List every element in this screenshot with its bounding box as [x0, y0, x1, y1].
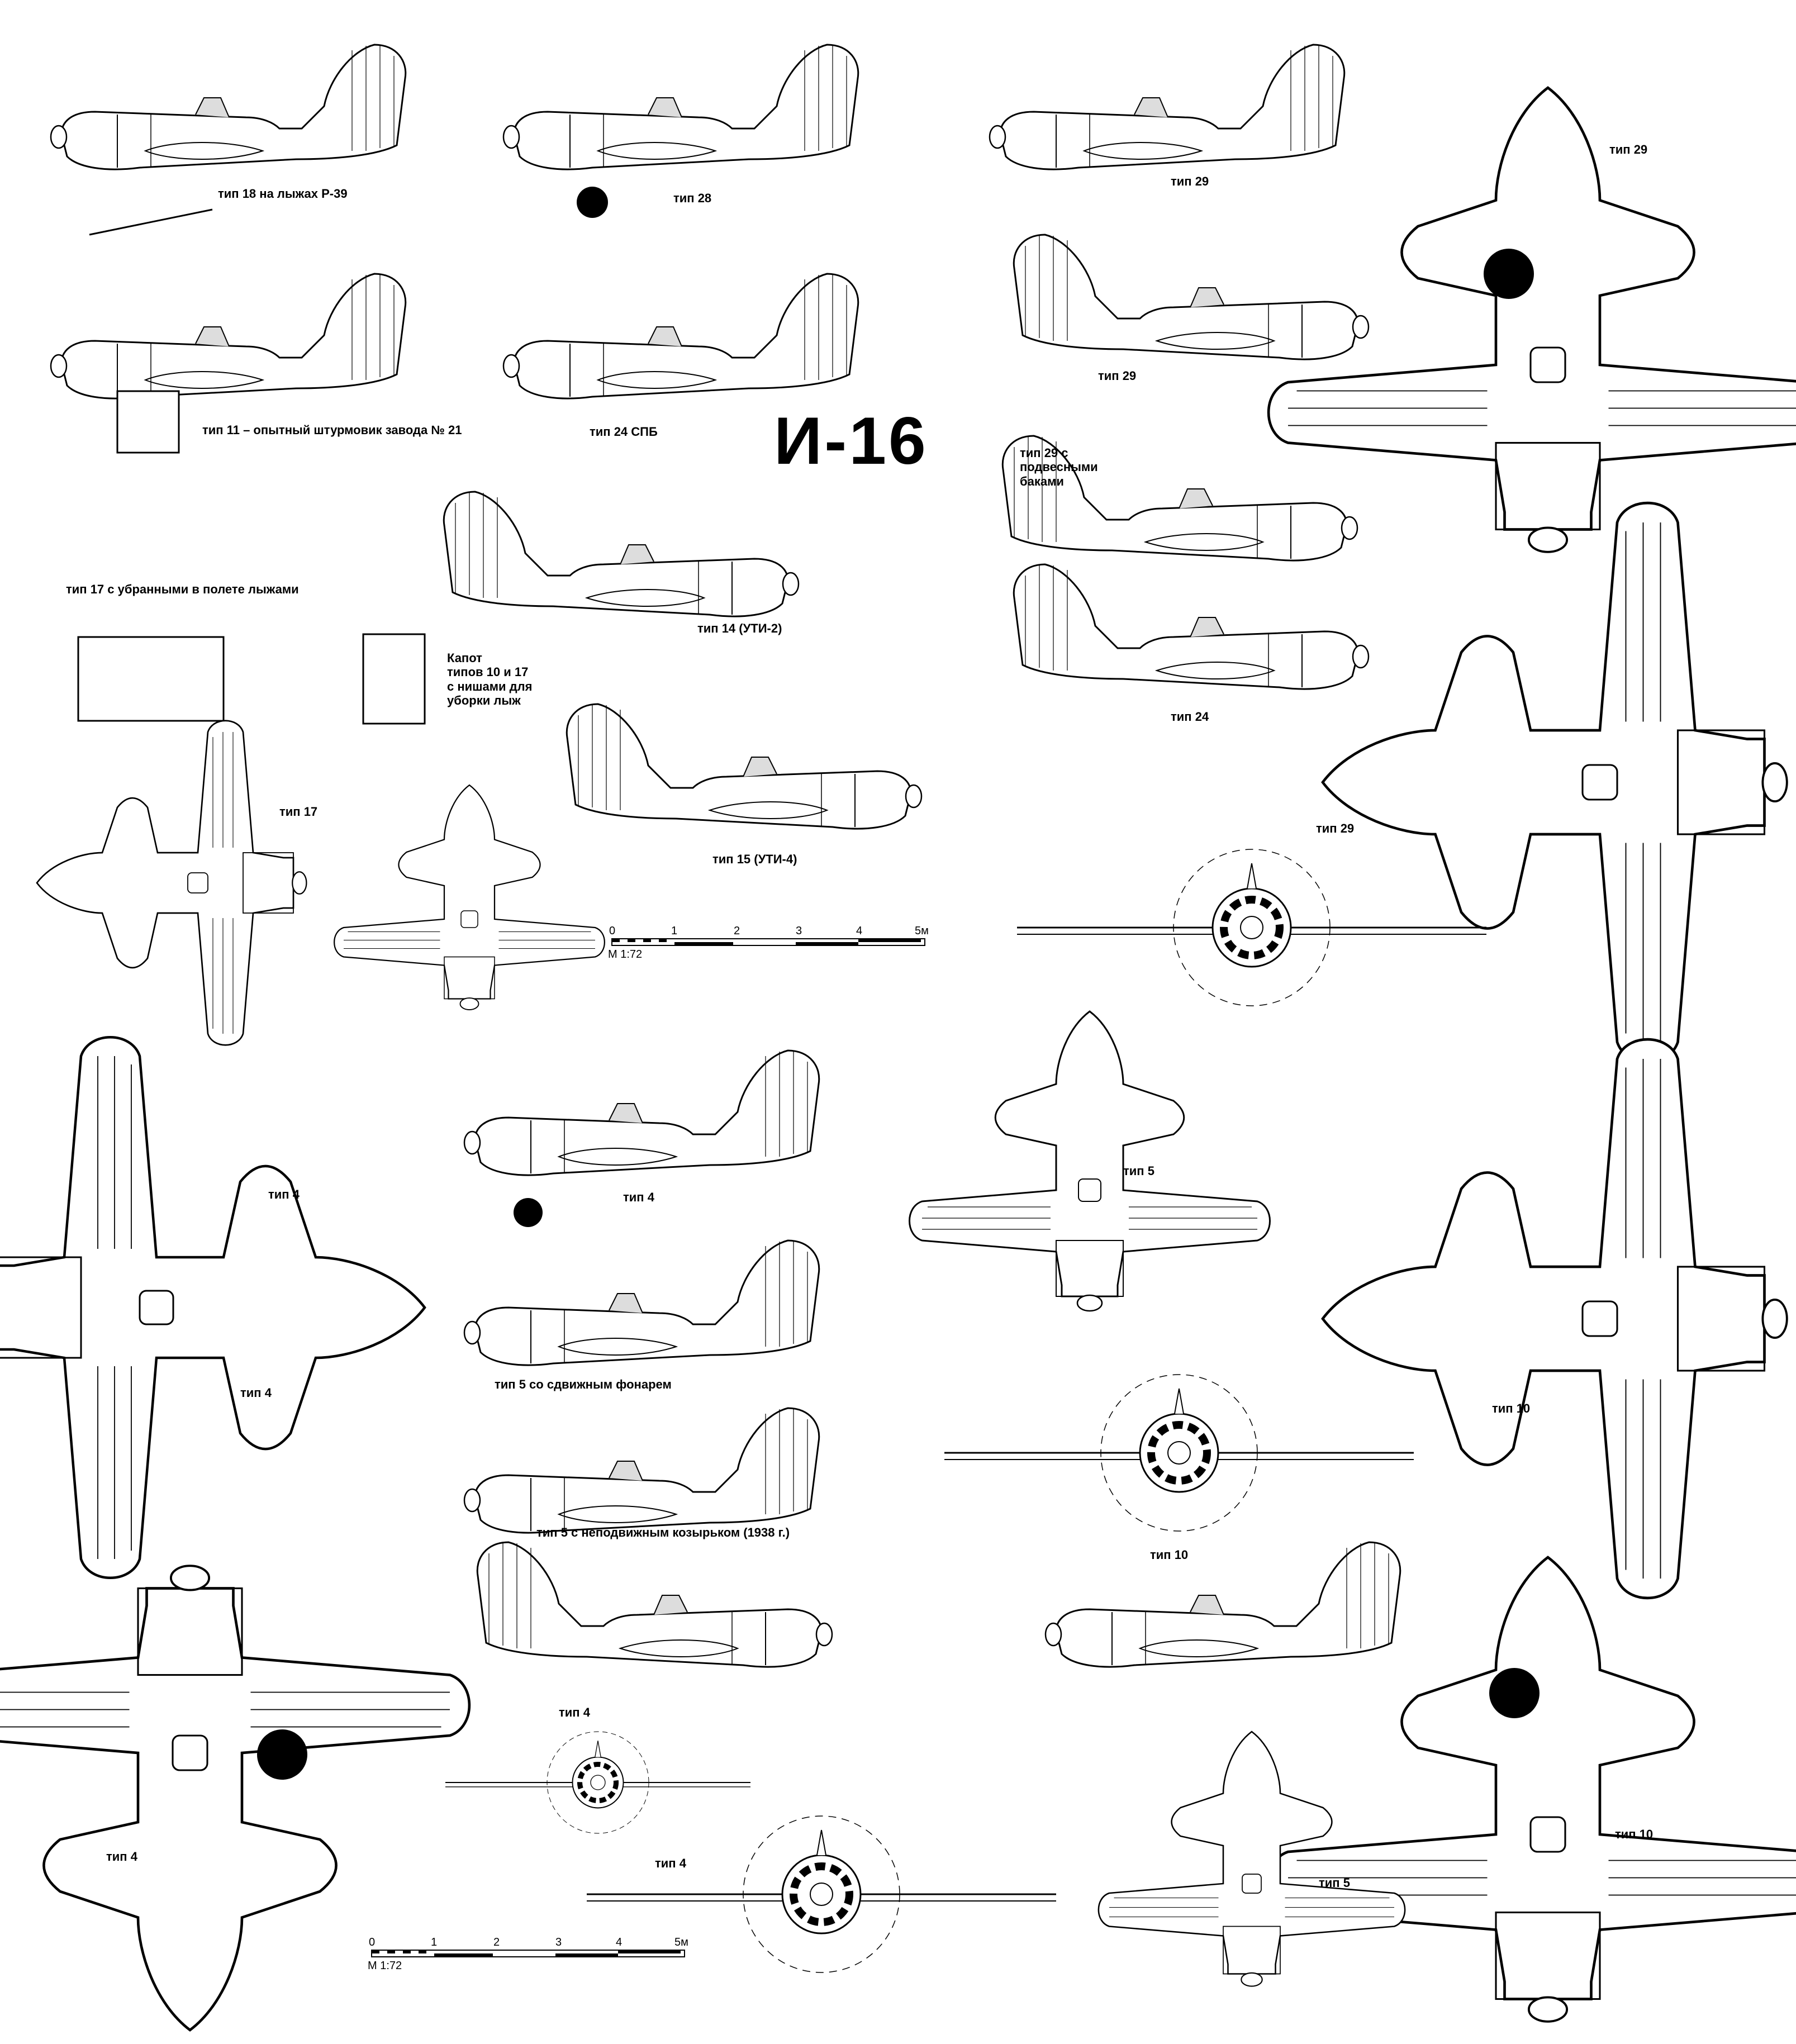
cowl-t10-t17 [362, 633, 426, 725]
ski-p39 [89, 208, 213, 236]
plane-t10-front [944, 1375, 1414, 1531]
label-t24: тип 24 [1171, 710, 1209, 724]
label-t17: тип 17 [279, 805, 318, 819]
plane-t14-side [443, 491, 800, 617]
t4-gear-wheel [257, 1729, 307, 1780]
plane-t24-spb-side [502, 273, 859, 400]
label-t4-bottom: тип 4 [106, 1850, 137, 1864]
label-t10-front: тип 10 [1150, 1548, 1189, 1562]
label-t10-bottom: тип 10 [1615, 1827, 1654, 1841]
plane-t4-top [0, 1037, 425, 1578]
scale1-tick-1: 1 [671, 925, 678, 937]
t11-ski-pod [116, 390, 180, 454]
plane-t5-sliding-side [463, 1239, 820, 1366]
label-t29-front: тип 29 [1316, 821, 1355, 835]
label-t10-top: тип 10 [1492, 1401, 1531, 1415]
scale1-tick-0: 0 [609, 925, 616, 937]
label-t5-bottom: тип 5 [1319, 1876, 1350, 1890]
label-t29-top: тип 29 [1609, 142, 1648, 156]
scale2-tick-0: 0 [369, 1936, 376, 1948]
plane-t18-ski-side [50, 44, 407, 170]
plane-t17-top [36, 720, 307, 1046]
plane-t10-top [1323, 1039, 1787, 1598]
scale1-tick-5: 5м [915, 925, 929, 937]
label-t24-spb: тип 24 СПБ [590, 425, 658, 439]
label-t4-top-1: тип 4 [240, 1386, 272, 1400]
scale2-tick-2: 2 [493, 1936, 500, 1948]
label-t5-fixed: тип 5 с неподвижным козырьком (1938 г.) [536, 1525, 790, 1539]
label-t28: тип 28 [673, 191, 712, 205]
scale-bar-1 [611, 938, 925, 946]
plane-t29-bottom [1323, 503, 1787, 1062]
label-t17-skis: тип 17 с убранными в полете лыжами [66, 582, 299, 596]
t10-gear-wheel [1489, 1668, 1540, 1718]
label-t29-a: тип 29 [1171, 174, 1209, 188]
label-t11: тип 11 – опытный штурмовик завода № 21 [202, 423, 462, 437]
plane-t28-side [502, 44, 859, 170]
scale2-tick-1: 1 [431, 1936, 438, 1948]
scale-bar-2 [371, 1950, 685, 1957]
plane-t29-side-a [989, 44, 1346, 170]
t29-gear-wheel [1484, 249, 1534, 299]
scale2-ratio: М 1:72 [368, 1960, 402, 1972]
plane-t4-side-1 [463, 1049, 820, 1176]
scale1-tick-2: 2 [734, 925, 740, 937]
label-t29-tanks: тип 29 с подвесными баками [1020, 446, 1098, 488]
plane-t5-top [909, 1010, 1271, 1312]
label-t4-front: тип 4 [655, 1856, 686, 1870]
plane-t10-side [1044, 1541, 1401, 1668]
plane-t11-side [50, 273, 407, 400]
plane-t17-bottom [334, 784, 605, 1011]
t17-cowl-partial [77, 636, 225, 722]
plane-t4-front [445, 1732, 750, 1833]
plane-t4-side-2 [476, 1541, 833, 1668]
label-t5-top: тип 5 [1123, 1164, 1154, 1178]
label-t4-side-1: тип 4 [623, 1190, 654, 1204]
label-t18-ski: тип 18 на лыжах Р-39 [218, 187, 348, 201]
plane-t29-front [1017, 849, 1486, 1006]
label-t5-sliding: тип 5 со сдвижным фонарем [495, 1377, 672, 1391]
plane-t29-side-b [1013, 234, 1370, 360]
scale1-tick-4: 4 [856, 925, 863, 937]
label-t14: тип 14 (УТИ-2) [697, 621, 782, 635]
plane-t5-fixed-side [463, 1407, 820, 1534]
wheel-t4 [514, 1198, 543, 1227]
label-t4-nose: тип 4 [268, 1187, 300, 1201]
scale2-tick-3: 3 [555, 1936, 562, 1948]
scale2-tick-4: 4 [616, 1936, 623, 1948]
plane-t4-front-2 [587, 1816, 1056, 1972]
label-t4-side-2: тип 4 [559, 1705, 590, 1719]
wheel-t28 [577, 187, 608, 218]
plane-t15-side [566, 703, 923, 830]
scale1-tick-3: 3 [796, 925, 802, 937]
label-cowl-note: Капот типов 10 и 17 с нишами для уборки … [447, 651, 533, 707]
main-title: И-16 [774, 403, 928, 478]
label-t29-b: тип 29 [1098, 369, 1137, 383]
scale1-ratio: М 1:72 [608, 948, 643, 961]
label-t15: тип 15 (УТИ-4) [712, 852, 797, 866]
plane-t24-side [1013, 563, 1370, 690]
scale2-tick-5: 5м [674, 1936, 688, 1948]
